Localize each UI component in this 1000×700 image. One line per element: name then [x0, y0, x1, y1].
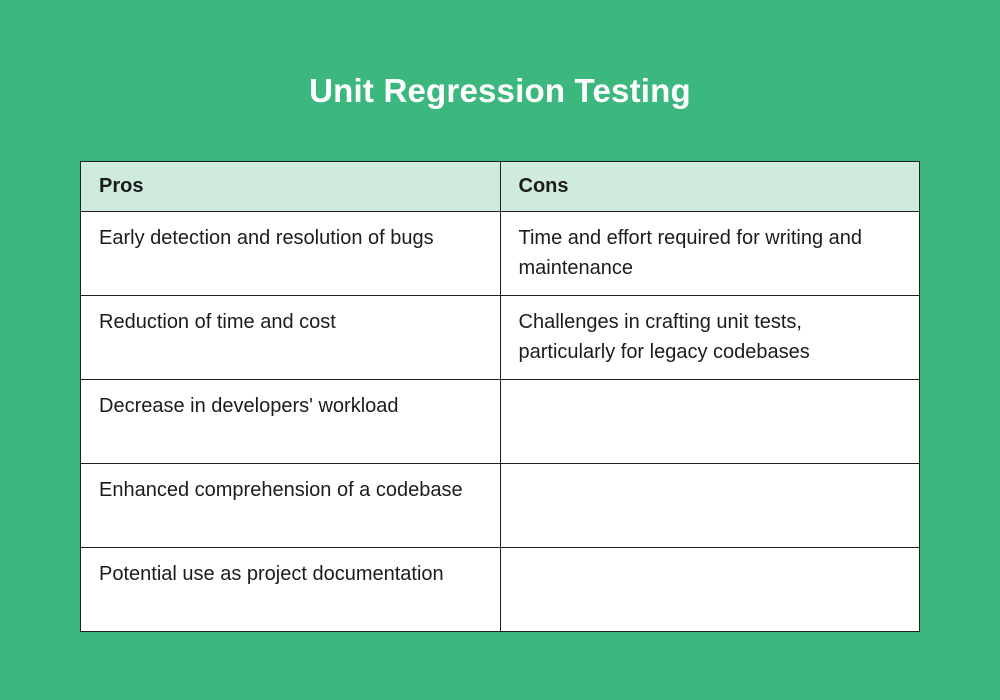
cons-cell: Time and effort required for writing and… [499, 211, 920, 296]
pros-cell: Reduction of time and cost [80, 295, 501, 380]
page-title: Unit Regression Testing [309, 72, 691, 109]
pros-cons-table-container: Pros Cons Early detection and resolution… [80, 161, 920, 632]
table-row: Potential use as project documentation [80, 547, 920, 632]
pros-cell: Potential use as project documentation [80, 547, 501, 632]
table-row: Decrease in developers' workload [80, 379, 920, 464]
pros-cons-table: Pros Cons Early detection and resolution… [80, 161, 920, 632]
table-row: Reduction of time and cost Challenges in… [80, 295, 920, 380]
table-row: Enhanced comprehension of a codebase [80, 463, 920, 548]
cons-cell: Challenges in crafting unit tests, parti… [499, 295, 920, 380]
cons-cell [499, 379, 920, 464]
column-header-pros: Pros [80, 161, 501, 212]
cons-cell [499, 547, 920, 632]
column-header-cons: Cons [499, 161, 920, 212]
pros-cell: Decrease in developers' workload [80, 379, 501, 464]
cons-cell [499, 463, 920, 548]
pros-cell: Enhanced comprehension of a codebase [80, 463, 501, 548]
table-row: Early detection and resolution of bugs T… [80, 211, 920, 296]
table-header-row: Pros Cons [80, 161, 920, 212]
pros-cell: Early detection and resolution of bugs [80, 211, 501, 296]
